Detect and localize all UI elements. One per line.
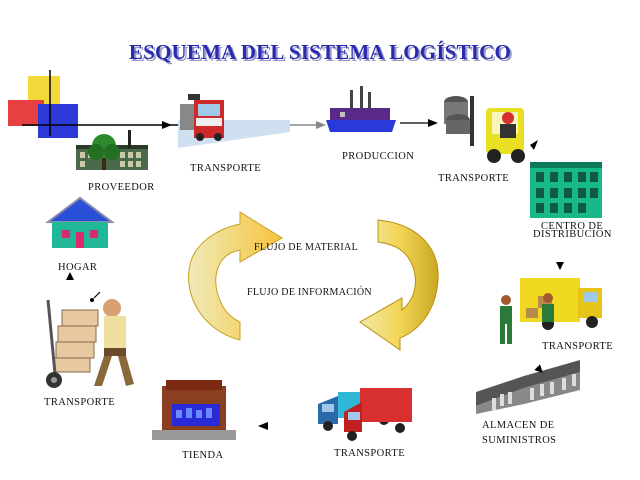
material-flow-arrow [188,211,283,341]
house-icon [45,196,115,248]
flow-arrow-small-5 [66,272,74,280]
information-flow-label: FLUJO DE INFORMACIÓN [247,287,372,298]
information-flow-arrow [359,219,439,351]
store-icon [152,380,236,440]
transporte-label-3: TRANSPORTE [542,341,614,352]
almacen-label-2: SUMINISTROS [482,435,557,446]
loading-truck-icon [500,278,602,344]
hand-truck-worker-icon [46,291,134,388]
supplier-building-icon [76,130,148,170]
centro-distribucion-label-2: DISTRIBUCION [533,229,612,240]
forklift-icon [444,96,525,163]
factory-icon [326,86,396,132]
two-trucks-icon [318,388,412,441]
distribution-building-icon [530,162,602,218]
produccion-label: PRODUCCION [342,151,415,162]
flow-arrow-small-3 [534,364,543,373]
transporte-label-2: TRANSPORTE [438,173,510,184]
flow-arrow-small-1 [530,140,538,150]
proveedor-label: PROVEEDOR [88,182,155,193]
material-flow-label: FLUJO DE MATERIAL [254,242,358,253]
transporte-label-5: TRANSPORTE [44,397,116,408]
flow-arrow-small-2 [556,262,564,270]
warehouse-icon [476,360,580,414]
page-title: ESQUEMA DEL SISTEMA LOGÍSTICO [128,40,512,64]
transporte-label-4: TRANSPORTE [334,448,406,459]
flow-arrow-small-4 [258,422,268,430]
decorative-squares-icon [8,70,166,138]
tienda-label: TIENDA [182,450,224,461]
almacen-label-1: ALMACEN DE [482,420,555,431]
truck-icon [178,94,290,148]
hogar-label: HOGAR [58,262,98,273]
transporte-label-1: TRANSPORTE [190,163,262,174]
centro-distribucion-label-1: CENTRO DE [541,221,604,232]
